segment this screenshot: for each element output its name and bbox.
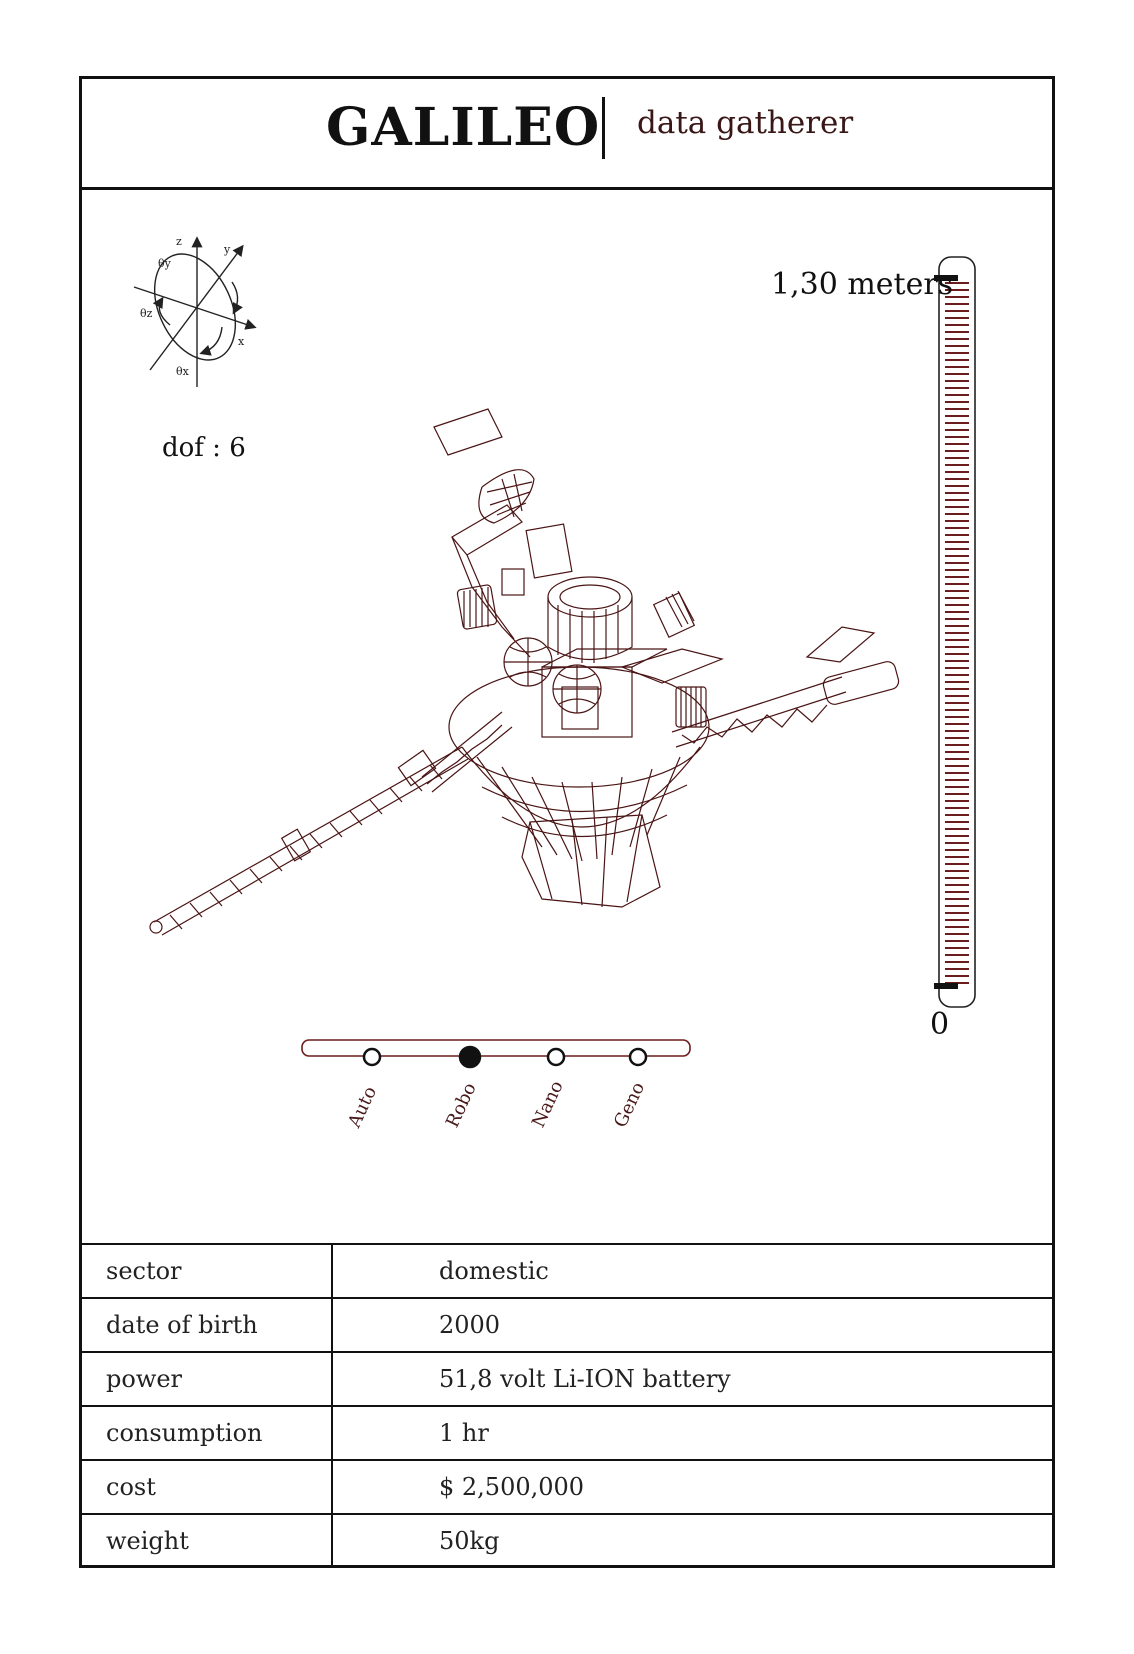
axes-diagram <box>133 236 257 387</box>
spec-row: cost$ 2,500,000 <box>82 1459 1052 1514</box>
spec-key: power <box>82 1351 333 1406</box>
mode-option-auto[interactable] <box>362 1047 382 1067</box>
dof-label: dof : 6 <box>162 433 246 463</box>
illustration-area: z y x θy θz θx <box>82 187 1052 1319</box>
axis-label-oy: θy <box>158 257 172 270</box>
spec-key: consumption <box>82 1405 333 1460</box>
spec-key: cost <box>82 1459 333 1514</box>
card-header: GALILEO data gatherer <box>82 79 1052 190</box>
mode-selector-track <box>301 1039 691 1057</box>
title-separator <box>602 97 605 159</box>
axis-label-oz: θz <box>140 307 153 320</box>
axis-label-y: y <box>223 243 231 256</box>
height-scale <box>934 256 976 1008</box>
height-scale-min-label: 0 <box>930 1007 950 1042</box>
height-scale-max-label: 1,30 meters <box>771 267 954 302</box>
spec-value: 1 hr <box>332 1405 1052 1460</box>
axis-label-x: x <box>238 335 245 348</box>
height-scale-zero-marker <box>934 983 958 989</box>
robot-wireframe-drawing <box>149 408 900 936</box>
spec-key: date of birth <box>82 1297 333 1352</box>
spec-value: 51,8 volt Li-ION battery <box>332 1351 1052 1406</box>
robot-spec-card: GALILEO data gatherer z y <box>79 76 1055 1568</box>
axis-label-ox: θx <box>176 365 190 378</box>
illustration-svg: z y x θy θz θx <box>133 235 976 1069</box>
spec-value: domestic <box>332 1243 1052 1298</box>
mode-option-geno[interactable] <box>628 1047 648 1067</box>
mode-option-robo[interactable] <box>458 1045 482 1069</box>
axis-label-z: z <box>176 235 182 248</box>
mode-option-nano[interactable] <box>546 1047 566 1067</box>
spec-key: sector <box>82 1243 333 1298</box>
spec-key: weight <box>82 1513 333 1567</box>
robot-role: data gatherer <box>637 105 854 141</box>
robot-name: GALILEO <box>326 97 601 158</box>
spec-value: 2000 <box>332 1297 1052 1352</box>
height-scale-ticks <box>945 282 969 984</box>
spec-value: $ 2,500,000 <box>332 1459 1052 1514</box>
mode-selector-options[interactable] <box>362 1045 648 1069</box>
height-scale-top-marker <box>934 275 958 281</box>
spec-value: 50kg <box>332 1513 1052 1567</box>
